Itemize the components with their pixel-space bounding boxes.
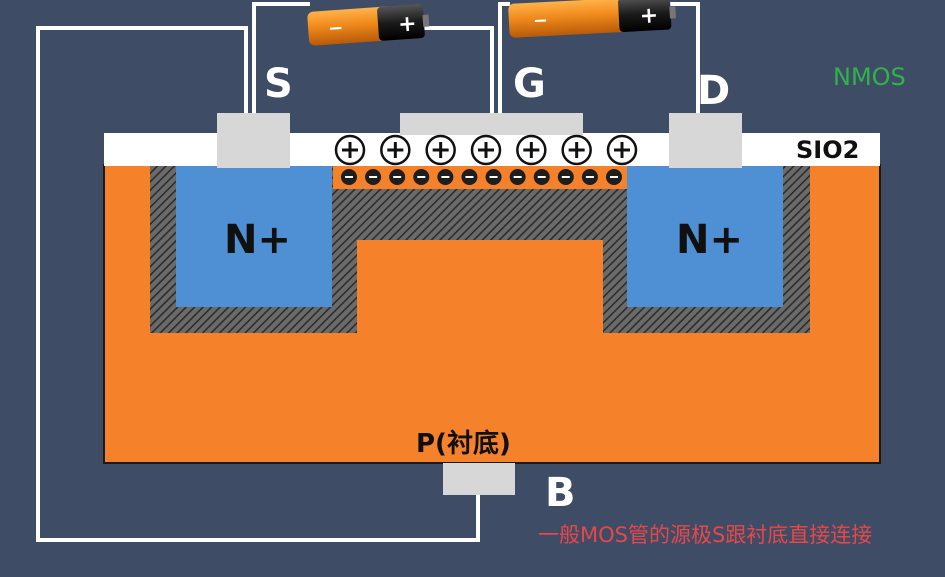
gate-contact (400, 113, 583, 135)
caption: 一般MOS管的源极S跟衬底直接连接 (538, 523, 872, 547)
battery-1-body (307, 6, 395, 46)
source-n-plus-label: N+ (224, 217, 291, 263)
battery-2-terminal (669, 6, 676, 19)
body-label: B (545, 470, 576, 516)
drain-label: D (697, 68, 730, 114)
diagram-title: NMOS (833, 63, 906, 91)
battery-1-negative: − (328, 18, 345, 40)
gate-label: G (513, 61, 546, 107)
drain-wire (670, 2, 700, 115)
battery-1-positive: + (397, 11, 417, 37)
battery-1-cap (377, 4, 425, 41)
battery-1-terminal (422, 14, 430, 27)
battery-2-body (508, 0, 630, 38)
battery-1: − + (307, 4, 430, 46)
drain-contact (669, 113, 742, 168)
substrate-label: P(衬底) (416, 428, 511, 459)
battery-2-positive: + (639, 3, 659, 29)
drain-n-plus-region (627, 165, 783, 307)
battery-2: − + (508, 0, 676, 38)
source-contact (217, 113, 290, 168)
drain-n-plus-label: N+ (676, 217, 743, 263)
wires (36, 2, 700, 542)
body-contact (443, 463, 515, 495)
gate-drain-wire (498, 2, 510, 115)
gate-positive-charges (334, 134, 638, 166)
oxide-label: SIO2 (796, 136, 859, 164)
battery-2-negative: − (532, 10, 548, 32)
channel-electrons (341, 169, 622, 185)
source-n-plus-region (176, 165, 332, 307)
gate-wire (420, 26, 494, 115)
battery-2-cap (618, 0, 672, 32)
source-gate-wire (252, 2, 310, 115)
source-body-wire (36, 26, 480, 542)
source-label: S (264, 61, 293, 107)
n-channel (333, 165, 627, 189)
